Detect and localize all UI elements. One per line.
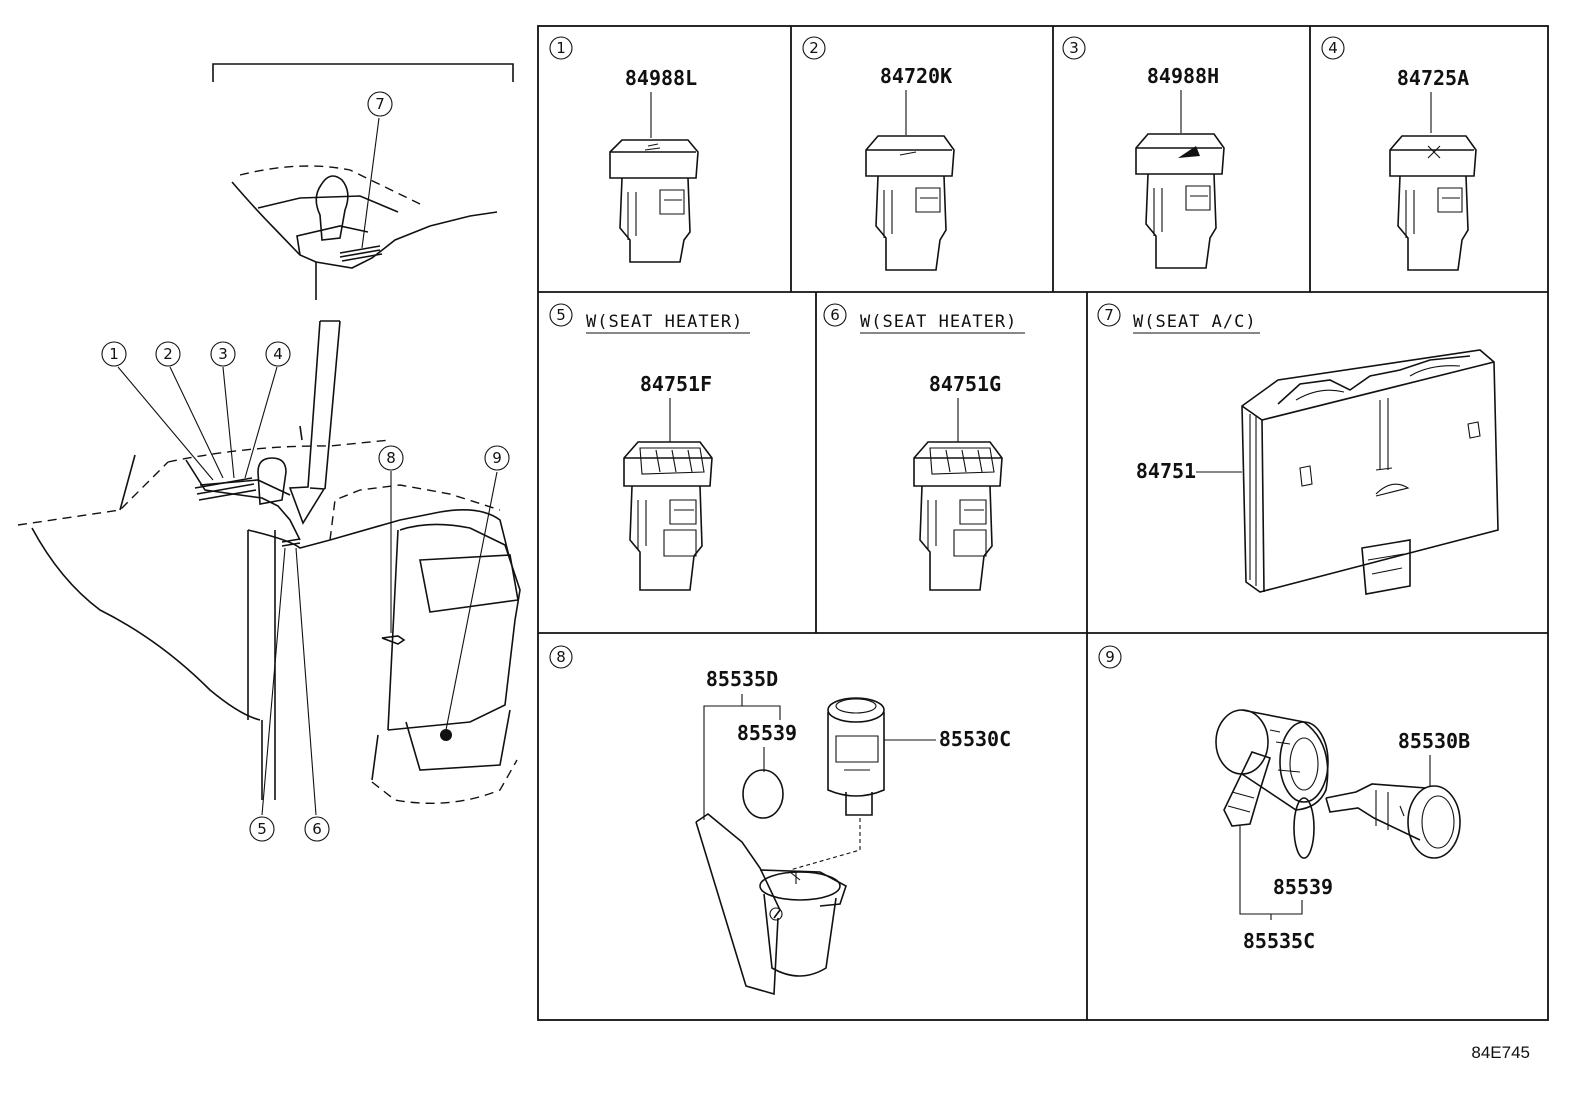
panel-note: W(SEAT HEATER): [860, 312, 1017, 332]
callout-8: 8: [378, 445, 404, 471]
part-number: 84751F: [640, 372, 712, 396]
svg-text:8: 8: [386, 449, 396, 467]
callout-4: 4: [265, 341, 291, 367]
part-number: 85539: [737, 721, 797, 745]
panel-note: W(SEAT A/C): [1133, 312, 1257, 332]
panel-number: 4: [1328, 39, 1338, 57]
part-number: 85535C: [1243, 929, 1315, 953]
panel-number: 1: [556, 39, 566, 57]
panel-2: 2 84720K: [802, 36, 955, 271]
part-number: 85539: [1273, 875, 1333, 899]
callout-5: 5: [249, 816, 275, 842]
panel-8: 8 85535D 85539 85530C: [549, 645, 1011, 996]
svg-text:5: 5: [257, 820, 267, 838]
part-number: 84751: [1136, 459, 1196, 483]
panel-number: 5: [556, 306, 566, 324]
callout-6: 6: [304, 816, 330, 842]
part-number: 84720K: [880, 64, 952, 88]
panel-number: 3: [1069, 39, 1079, 57]
overview-callouts: 1 2 3 4 5 6 7 8 9: [101, 91, 510, 842]
panel-9: 9 85530B 85539 85535C: [1098, 645, 1470, 953]
switch-drawing: [865, 135, 955, 271]
part-number: 84725A: [1397, 66, 1469, 90]
panel-number: 8: [556, 648, 566, 666]
callout-2: 2: [155, 341, 181, 367]
panel-1: 1 84988L: [549, 36, 699, 263]
svg-text:7: 7: [375, 95, 385, 113]
panel-6: 6 W(SEAT HEATER) 84751G: [823, 303, 1025, 591]
panel-number: 6: [830, 306, 840, 324]
panel-7: 7 W(SEAT A/C) 84751: [1097, 303, 1499, 595]
plug-drawing: [1325, 783, 1461, 859]
callout-3: 3: [210, 341, 236, 367]
part-number: 85535D: [706, 667, 778, 691]
svg-text:1: 1: [109, 345, 119, 363]
diagram-code: 84E745: [1471, 1043, 1530, 1062]
panel-3: 3 84988H: [1062, 36, 1225, 269]
part-number: 85530B: [1398, 729, 1470, 753]
svg-text:9: 9: [492, 449, 502, 467]
callout-9: 9: [484, 445, 510, 471]
part-number: 84988L: [625, 66, 697, 90]
part-number: 85530C: [939, 727, 1011, 751]
switch-drawing: [609, 139, 699, 263]
panel-number: 9: [1105, 648, 1115, 666]
plug-drawing: [827, 697, 885, 816]
panel-grid: [537, 25, 1549, 1021]
switch-drawing: [623, 441, 713, 591]
switch-drawing: [913, 441, 1003, 591]
socket-drawing: [1215, 709, 1329, 827]
svg-text:6: 6: [312, 820, 322, 838]
svg-text:4: 4: [273, 345, 283, 363]
panel-number: 2: [809, 39, 819, 57]
part-number: 84988H: [1147, 64, 1219, 88]
socket-drawing: [695, 813, 847, 996]
panel-5: 5 W(SEAT HEATER) 84751F: [549, 303, 750, 591]
switch-drawing: [1389, 135, 1477, 271]
callout-1: 1: [101, 341, 127, 367]
module-drawing: [1241, 349, 1499, 595]
panel-4: 4 84725A: [1321, 36, 1477, 271]
switch-drawing: [1135, 133, 1225, 269]
panel-number: 7: [1104, 306, 1114, 324]
gasket-drawing: [742, 769, 784, 819]
svg-text:2: 2: [163, 345, 173, 363]
svg-text:3: 3: [218, 345, 228, 363]
overview-illustration: [17, 63, 521, 816]
panel-note: W(SEAT HEATER): [586, 312, 743, 332]
gasket-drawing: [1293, 797, 1315, 859]
callout-7: 7: [367, 91, 393, 117]
part-number: 84751G: [929, 372, 1001, 396]
